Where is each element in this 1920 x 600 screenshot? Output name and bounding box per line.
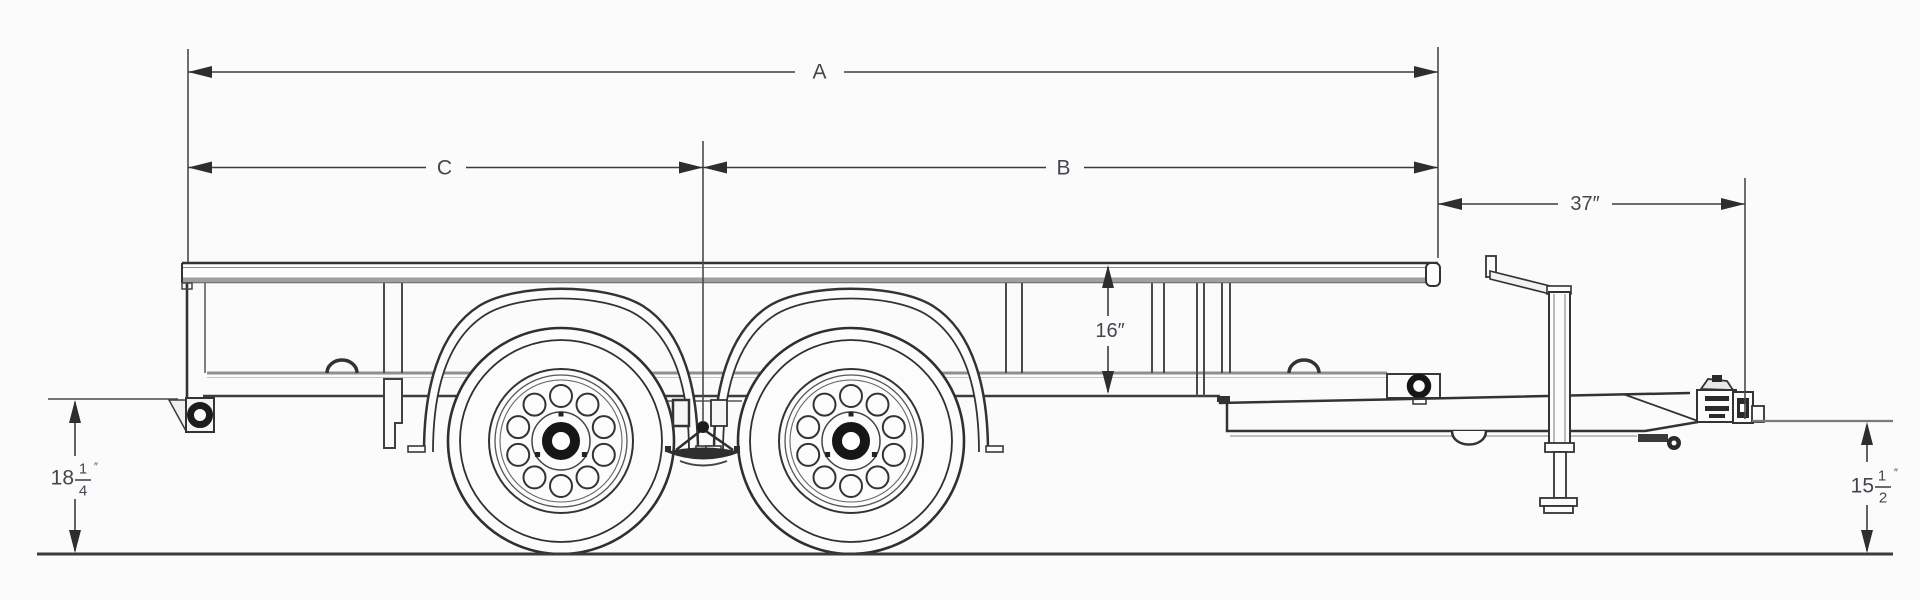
dimension-annotations: A C B 37″: [48, 47, 1898, 553]
dimension-37-label: 37″: [1570, 193, 1599, 215]
suspension-equalizer: [665, 398, 741, 467]
dimension-15-half-coupler-height: 15 1 2 ″: [1851, 422, 1898, 553]
fender-right: [705, 287, 1004, 453]
dimension-16-side-height: 16″: [1095, 265, 1125, 394]
taillight-lens: [187, 402, 213, 428]
dimension-b-front-section: B: [703, 157, 1438, 180]
dimension-18-denominator: 4: [79, 483, 87, 500]
dimension-c-rear-section: C: [188, 157, 703, 180]
deck-rear-end-cap: [181, 282, 193, 290]
gate-latch: [1386, 373, 1441, 405]
trailer-side-view: [37, 255, 1893, 554]
dimension-18-whole: 18: [51, 467, 74, 490]
dimension-15-denominator: 2: [1879, 490, 1887, 507]
chain-bracket: [1638, 434, 1681, 450]
dimension-37-tongue-length: 37″: [1438, 193, 1745, 215]
dimension-18-quarter-rear-height: 18 1 4 ″: [51, 400, 98, 553]
deck-front-end-cap: [1425, 262, 1441, 287]
dimension-a-label: A: [812, 61, 827, 84]
side-panel-posts: [383, 281, 1231, 449]
tie-down-loop-front: [1287, 358, 1321, 374]
deck-top-rail: [181, 261, 1441, 290]
dimension-18-unit: ″: [94, 461, 98, 473]
tie-down-loop-rear: [325, 358, 359, 374]
safety-chain-loop: [1450, 430, 1488, 446]
jack-foot: [1539, 497, 1578, 507]
dimension-b-label: B: [1056, 157, 1071, 180]
dimension-a-overall-length: A: [188, 61, 1438, 84]
rear-post: [185, 281, 206, 398]
dimension-c-label: C: [437, 157, 453, 180]
dimension-15-whole: 15: [1851, 475, 1874, 498]
dimension-16-label: 16″: [1095, 320, 1124, 342]
jack-inner-tube: [1553, 451, 1567, 499]
dimension-18-numerator: 1: [79, 461, 87, 478]
dimension-15-unit: ″: [1894, 467, 1898, 479]
equalizer-pivot: [697, 421, 709, 433]
taillight: [167, 397, 215, 433]
hitch-ball-clamp: [1751, 405, 1765, 423]
jack-outer-tube: [1548, 291, 1571, 450]
latch-pin: [1406, 373, 1432, 399]
dimension-15-numerator: 1: [1878, 468, 1886, 485]
coupler: [1696, 375, 1765, 424]
tongue-jack: [1485, 255, 1578, 514]
tongue-beam: [1218, 391, 1699, 437]
wheel-right: [738, 328, 964, 554]
wheel-left: [448, 328, 674, 554]
